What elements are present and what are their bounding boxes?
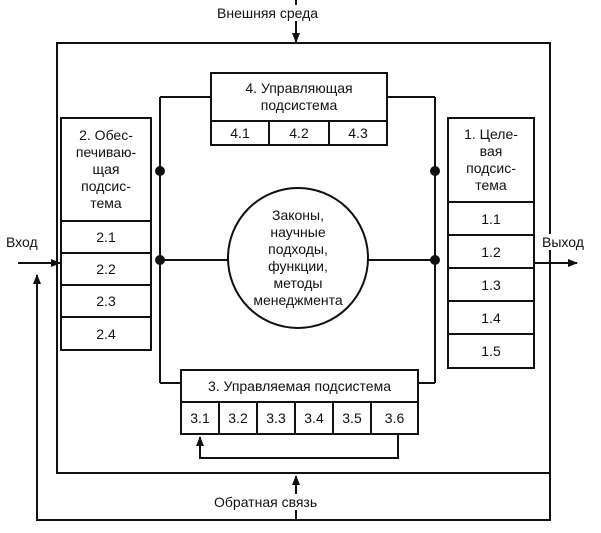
target-item: 1.3	[447, 267, 535, 302]
managed-item: 3.4	[294, 401, 334, 435]
managed-inner-loop	[196, 435, 399, 459]
junction-dot	[430, 166, 440, 176]
system-boundary	[56, 42, 551, 474]
support-item: 2.3	[60, 284, 152, 318]
support-item: 2.1	[60, 220, 152, 254]
target-subsystem-title: 1. Целе- вая подсис- тема	[464, 126, 518, 193]
junction-dot	[155, 166, 165, 176]
managed-item: 3.2	[218, 401, 258, 435]
managing-item: 4.1	[210, 120, 270, 146]
feedback-loop	[33, 263, 551, 521]
support-item: 2.4	[60, 316, 152, 351]
managed-item: 3.1	[180, 401, 220, 435]
support-item: 2.2	[60, 252, 152, 286]
feedback-label: Обратная связь	[212, 494, 320, 510]
input-label: Вход	[4, 234, 40, 250]
target-item: 1.4	[447, 300, 535, 335]
managing-item: 4.2	[268, 120, 330, 146]
junction-dot	[430, 255, 440, 265]
target-item: 1.2	[447, 234, 535, 269]
junction-dot	[155, 255, 165, 265]
center-circle-text: Законы, научные подходы, функции, методы…	[253, 207, 343, 308]
managed-item: 3.3	[256, 401, 296, 435]
center-circle	[227, 187, 369, 329]
support-subsystem-title: 2. Обес- печиваю- щая подсис- тема	[75, 127, 137, 211]
managed-item: 3.5	[332, 401, 372, 435]
managing-item: 4.3	[328, 120, 388, 146]
output-label: Выход	[540, 234, 586, 250]
target-item: 1.1	[447, 201, 535, 236]
managed-item: 3.6	[370, 401, 419, 435]
target-item: 1.5	[447, 333, 535, 369]
external-env-label: Внешняя среда	[215, 5, 321, 21]
managed-subsystem-title: 3. Управляемая подсистема	[207, 377, 392, 394]
managing-subsystem-title: 4. Управляющая подсистема	[245, 80, 353, 113]
